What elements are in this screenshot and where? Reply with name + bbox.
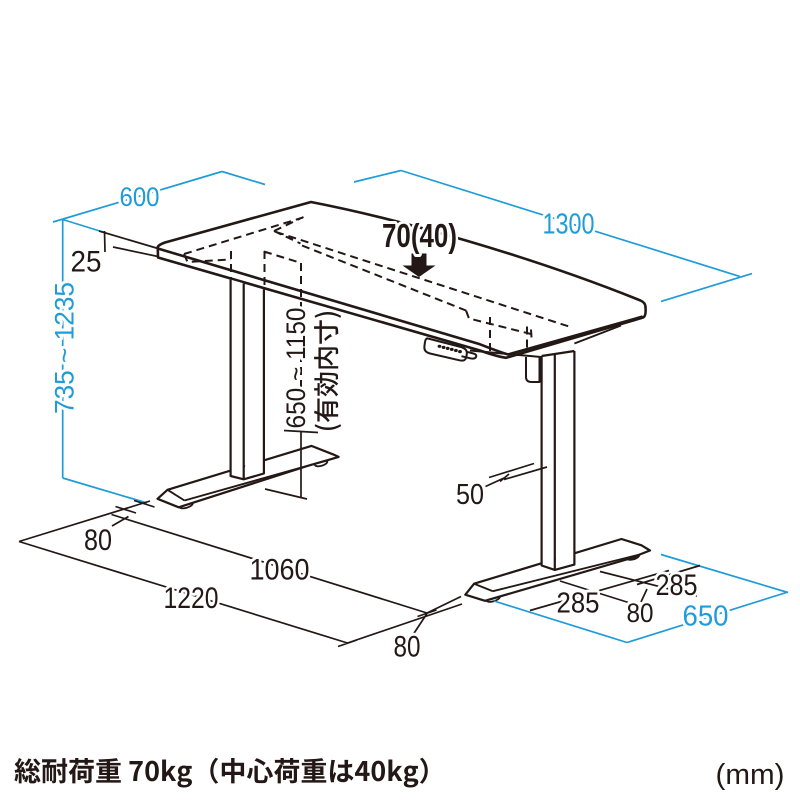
svg-text:650: 650 xyxy=(683,601,729,633)
svg-text:80: 80 xyxy=(84,524,112,557)
svg-text:50: 50 xyxy=(456,479,484,511)
svg-text:80: 80 xyxy=(627,598,654,628)
svg-text:25: 25 xyxy=(71,246,102,279)
svg-text:735 ~ 1235: 735 ~ 1235 xyxy=(50,282,80,414)
svg-text:1220: 1220 xyxy=(164,582,219,615)
svg-text:80: 80 xyxy=(394,631,421,664)
svg-text:1300: 1300 xyxy=(543,209,595,241)
svg-text:285: 285 xyxy=(557,588,600,620)
svg-text:650 ~ 1150: 650 ~ 1150 xyxy=(281,308,311,429)
svg-text:600: 600 xyxy=(120,182,160,212)
svg-text:285: 285 xyxy=(656,569,698,602)
svg-text:70(40): 70(40) xyxy=(382,217,457,254)
svg-text:(mm): (mm) xyxy=(716,759,785,791)
svg-text:1060: 1060 xyxy=(250,554,310,587)
